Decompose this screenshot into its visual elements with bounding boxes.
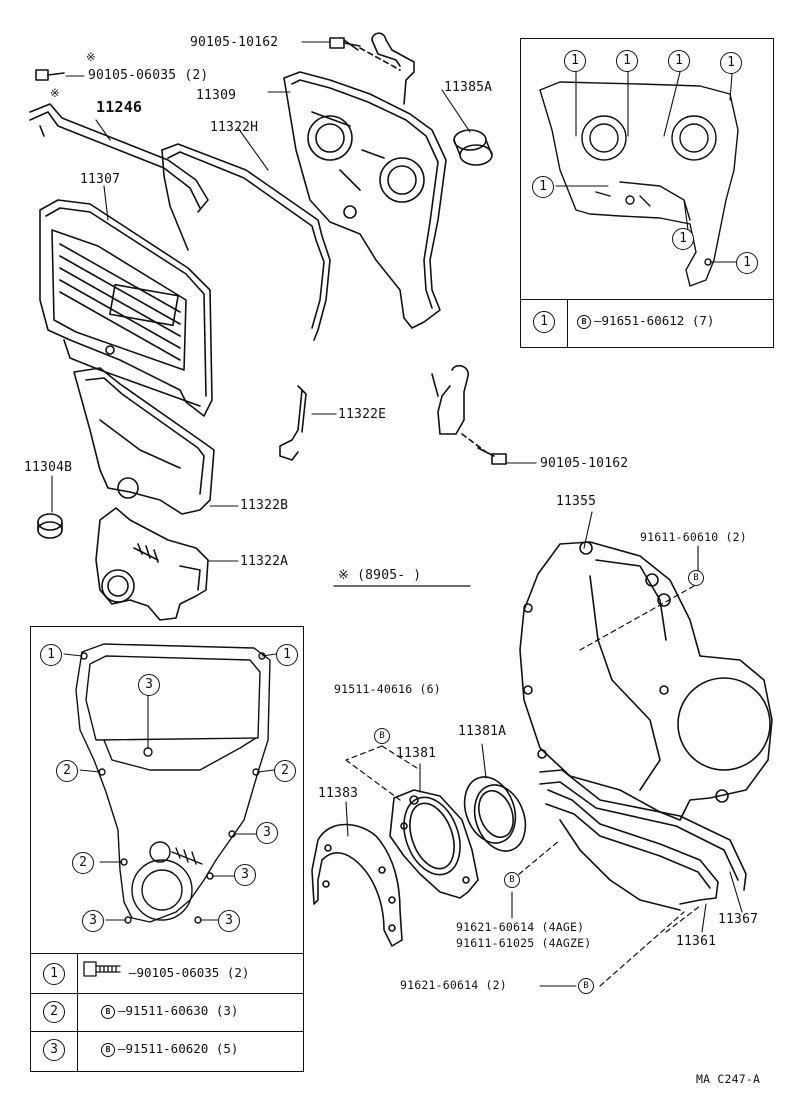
label-11309: 11309 xyxy=(196,88,237,103)
legend-row-3: B—91511-60620 (5) xyxy=(101,1041,238,1057)
callout-3-marker: 3 xyxy=(218,910,240,932)
callout-1-marker: 1 xyxy=(532,176,554,198)
leader-dashes xyxy=(345,585,701,987)
cover-11307 xyxy=(39,199,213,417)
legend-row-1-part: 90105-06035 (2) xyxy=(136,965,250,980)
callout-1-marker: 1 xyxy=(43,963,65,985)
label-11307: 11307 xyxy=(80,172,121,187)
label-11383: 11383 xyxy=(318,786,359,801)
callout-2-marker: 2 xyxy=(43,1001,65,1023)
callout-1-marker: 1 xyxy=(533,311,555,333)
b-marker: B xyxy=(577,314,591,329)
bracket-top xyxy=(359,32,415,105)
legend-divider xyxy=(521,299,773,300)
label-bolt-91621-60614-4age: 91621-60614 (4AGE) xyxy=(456,920,585,934)
label-bolt-91621-60614-2: 91621-60614 (2) xyxy=(400,978,507,992)
label-11361: 11361 xyxy=(676,934,717,949)
strip-11367 xyxy=(539,769,747,891)
label-11246: 11246 xyxy=(96,98,143,116)
bolt-icon xyxy=(329,37,361,51)
callout-2-marker: 2 xyxy=(56,760,78,782)
legend-top-part: 91651-60612 (7) xyxy=(601,313,715,328)
callout-3-marker: 3 xyxy=(138,674,160,696)
callout-1-marker: 1 xyxy=(564,50,586,72)
legend-row-2: B—91511-60630 (3) xyxy=(101,1003,238,1019)
label-11322b: 11322B xyxy=(240,498,289,513)
gasket-11322h xyxy=(161,143,331,341)
detail-panel-top: 1 B—91651-60612 (7) xyxy=(520,38,774,348)
oil-seal-11381a xyxy=(463,776,527,852)
b-marker: B xyxy=(101,1042,115,1057)
label-bolt-90105-10162-top: 90105-10162 xyxy=(190,35,279,50)
callout-1-marker: 1 xyxy=(736,252,758,274)
callout-1-marker: 1 xyxy=(616,50,638,72)
b-marker: B xyxy=(374,728,390,744)
callout-1-marker: 1 xyxy=(40,644,62,666)
label-bolt-91511-40616: 91511-40616 (6) xyxy=(334,682,441,696)
legend-col-divider xyxy=(567,299,568,347)
serial-number-note: ※ (8905- ) xyxy=(338,568,422,583)
plug-11304b xyxy=(37,513,63,539)
plate-11309 xyxy=(283,71,447,329)
leader-lines xyxy=(51,41,743,987)
legend-row-3-part: 91511-60620 (5) xyxy=(125,1041,239,1056)
callout-3-marker: 3 xyxy=(234,864,256,886)
b-marker: B xyxy=(504,872,520,888)
callout-1-marker: 1 xyxy=(720,52,742,74)
bracket-mid xyxy=(431,364,487,453)
seal-11385a xyxy=(453,129,493,166)
asterisk-mark: ※ xyxy=(86,50,96,64)
label-bolt-90105-06035: 90105-06035 (2) xyxy=(88,68,209,83)
callout-2-marker: 2 xyxy=(72,852,94,874)
label-bolt-90105-10162-mid: 90105-10162 xyxy=(540,456,629,471)
label-11367: 11367 xyxy=(718,912,759,927)
legend-divider xyxy=(31,953,303,954)
strip-11246 xyxy=(29,103,209,213)
callout-1-marker: 1 xyxy=(672,228,694,250)
label-11304b: 11304B xyxy=(24,460,73,475)
detail-cover-leaders xyxy=(63,653,277,921)
detail-panel-bottom: 1 —90105-06035 (2) 2 B—91511-60630 (3) 3… xyxy=(30,626,304,1072)
label-bolt-91611-60610: 91611-60610 (2) xyxy=(640,530,747,544)
bolt-mid-icon xyxy=(477,447,507,465)
asterisk-mark-2: ※ xyxy=(50,86,60,100)
callout-1-marker: 1 xyxy=(276,644,298,666)
gasket-11383 xyxy=(311,823,403,947)
label-11381: 11381 xyxy=(396,746,437,761)
callout-3-marker: 3 xyxy=(82,910,104,932)
strip-11361 xyxy=(545,789,719,911)
cover-11322a xyxy=(95,507,209,621)
plate-11355 xyxy=(519,541,773,821)
callout-2-marker: 2 xyxy=(274,760,296,782)
label-11381a: 11381A xyxy=(458,724,507,739)
legend-row-2-part: 91511-60630 (3) xyxy=(125,1003,239,1018)
bolt-small-icon xyxy=(35,69,65,81)
clip-11322e xyxy=(279,385,307,461)
label-11322h: 11322H xyxy=(210,120,259,135)
legend-divider xyxy=(31,1031,303,1032)
b-marker: B xyxy=(101,1004,115,1019)
callout-3-marker: 3 xyxy=(256,822,278,844)
b-marker: B xyxy=(688,570,704,586)
catalog-code: MA C247-A xyxy=(696,1072,761,1086)
label-11322a: 11322A xyxy=(240,554,289,569)
legend-bolt-icon xyxy=(83,961,121,977)
retainer-11381 xyxy=(389,789,479,899)
legend-divider xyxy=(31,993,303,994)
callout-3-marker: 3 xyxy=(43,1039,65,1061)
detail-leaders xyxy=(555,71,737,263)
label-11385a: 11385A xyxy=(444,80,493,95)
legend-top-ref: B—91651-60612 (7) xyxy=(577,313,714,329)
label-11322e: 11322E xyxy=(338,407,387,422)
b-marker: B xyxy=(578,978,594,994)
label-11355: 11355 xyxy=(556,494,597,509)
legend-col-divider xyxy=(77,953,78,1071)
label-bolt-91611-61025: 91611-61025 (4AGZE) xyxy=(456,936,592,950)
legend-row-1: —90105-06035 (2) xyxy=(129,965,250,980)
callout-1-marker: 1 xyxy=(668,50,690,72)
gasket-11322b xyxy=(73,367,215,515)
